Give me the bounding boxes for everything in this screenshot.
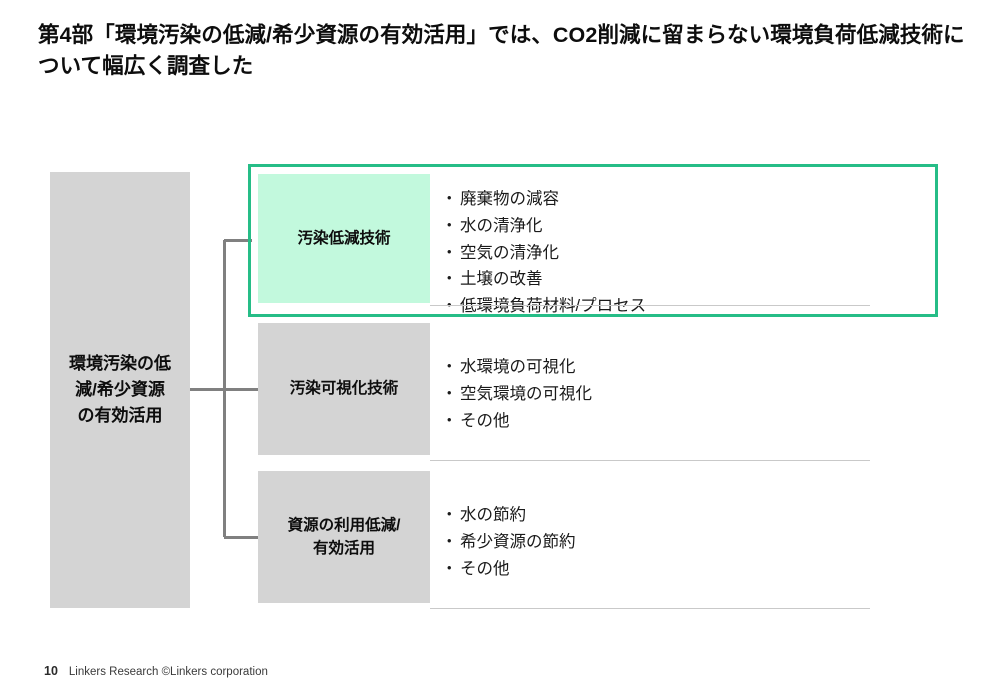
list-item: ・水環境の可視化 (438, 356, 592, 378)
root-node-label: 環境汚染の低 減/希少資源 の有効活用 (69, 354, 171, 425)
list-item: ・水の節約 (438, 504, 576, 526)
bullet-dot-icon: ・ (441, 532, 458, 551)
bullet-dot-icon: ・ (441, 384, 458, 403)
branch-node-3-label: 資源の利用低減/ 有効活用 (287, 516, 401, 557)
bullet-dot-icon: ・ (441, 297, 458, 316)
branch-node-2[interactable]: 汚染可視化技術 (258, 323, 430, 455)
page-number: 10 (44, 664, 58, 678)
list-item-label: 希少資源の節約 (460, 532, 576, 551)
branch-node-3[interactable]: 資源の利用低減/ 有効活用 (258, 471, 430, 603)
row-separator (430, 460, 870, 461)
bullet-dot-icon: ・ (441, 411, 458, 430)
list-item-label: 水の節約 (460, 506, 526, 524)
row-separator (430, 608, 870, 609)
bullet-dot-icon: ・ (441, 559, 458, 578)
list-item-label: 水環境の可視化 (460, 358, 576, 376)
bullet-dot-icon: ・ (441, 358, 458, 376)
branch-node-1[interactable]: 汚染低減技術 (258, 174, 430, 303)
list-item: ・その他 (438, 558, 576, 580)
list-item: ・希少資源の節約 (438, 531, 576, 553)
bullet-dot-icon: ・ (441, 243, 458, 262)
list-item-label: 廃棄物の減容 (460, 190, 559, 208)
bullet-dot-icon: ・ (441, 270, 458, 289)
list-item-label: その他 (460, 411, 510, 430)
list-item: ・土壌の改善 (438, 268, 646, 290)
page-title: 第4部「環境汚染の低減/希少資源の有効活用」では、CO2削減に留まらない環境負荷… (38, 23, 965, 78)
bullet-dot-icon: ・ (441, 506, 458, 524)
list-item: ・空気環境の可視化 (438, 383, 592, 405)
list-item-label: 低環境負荷材料/プロセス (460, 297, 647, 316)
branch-node-1-label: 汚染低減技術 (297, 229, 391, 247)
list-item-label: 空気環境の可視化 (460, 384, 592, 403)
list-item-label: 空気の清浄化 (460, 243, 559, 262)
list-item: ・低環境負荷材料/プロセス (438, 295, 646, 317)
list-item: ・廃棄物の減容 (438, 188, 646, 210)
list-item-label: 土壌の改善 (460, 270, 543, 289)
branch-2-bullet-list: ・水環境の可視化 ・空気環境の可視化 ・その他 (438, 356, 592, 436)
branch-node-2-label: 汚染可視化技術 (289, 380, 399, 398)
list-item: ・水の清浄化 (438, 215, 646, 237)
list-item-label: その他 (460, 559, 510, 578)
branch-1-bullet-list: ・廃棄物の減容 ・水の清浄化 ・空気の清浄化 ・土壌の改善 ・低環境負荷材料/プ… (438, 188, 646, 322)
list-item: ・その他 (438, 410, 592, 432)
row-separator (430, 305, 870, 306)
branch-3-bullet-list: ・水の節約 ・希少資源の節約 ・その他 (438, 504, 576, 584)
list-item-label: 水の清浄化 (460, 216, 543, 235)
copyright-credit: Linkers Research ©Linkers corporation (68, 666, 268, 678)
highlight-frame (248, 164, 938, 317)
footer: 10 Linkers Research ©Linkers corporation (44, 664, 268, 678)
bullet-dot-icon: ・ (441, 190, 458, 208)
bullet-dot-icon: ・ (441, 216, 458, 235)
root-node[interactable]: 環境汚染の低 減/希少資源 の有効活用 (50, 172, 190, 608)
list-item: ・空気の清浄化 (438, 242, 646, 264)
